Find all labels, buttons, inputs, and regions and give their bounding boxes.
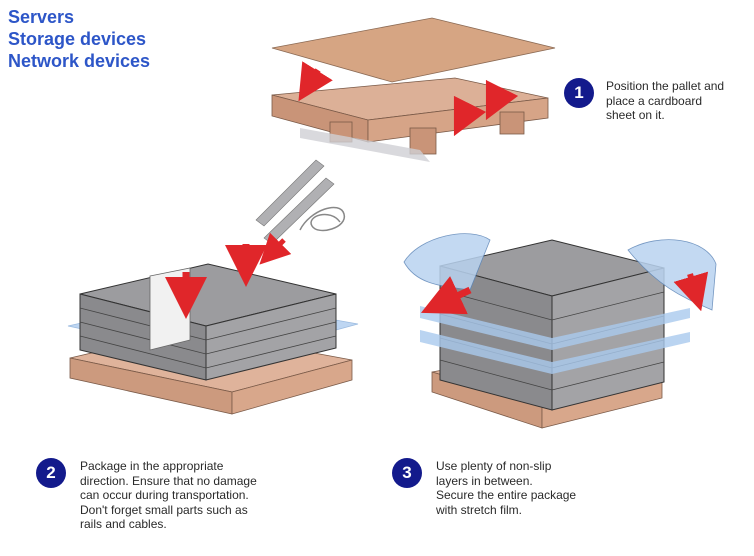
step-3-number-badge: 3 xyxy=(392,458,422,488)
step-1-number-badge: 1 xyxy=(564,78,594,108)
step2-illustration xyxy=(67,159,359,415)
step-2-description: Package in the appropriate direction. En… xyxy=(80,459,257,531)
step-1: 1 Position the pallet and place a cardbo… xyxy=(564,78,754,123)
category-network-devices: Network devices xyxy=(8,51,151,71)
category-servers: Servers xyxy=(8,7,75,27)
step-3-description: Use plenty of non-slip layers in between… xyxy=(436,459,577,517)
step-3: 3 Use plenty of non-slip layers in betwe… xyxy=(392,458,611,517)
pallet xyxy=(271,77,549,162)
cable xyxy=(299,206,345,232)
step-2: 2 Package in the appropriate direction. … xyxy=(36,458,300,532)
step3-illustration xyxy=(403,233,717,429)
cardboard-sheet xyxy=(271,17,556,83)
placement-arrows xyxy=(298,61,519,137)
film-roll-left xyxy=(403,233,491,291)
step1-illustration xyxy=(271,17,556,162)
category-storage-devices: Storage devices xyxy=(8,29,147,49)
category-list: Servers Storage devices Network devices xyxy=(8,6,150,72)
step-1-description: Position the pallet and place a cardboar… xyxy=(606,79,725,122)
step-2-number-badge: 2 xyxy=(36,458,66,488)
